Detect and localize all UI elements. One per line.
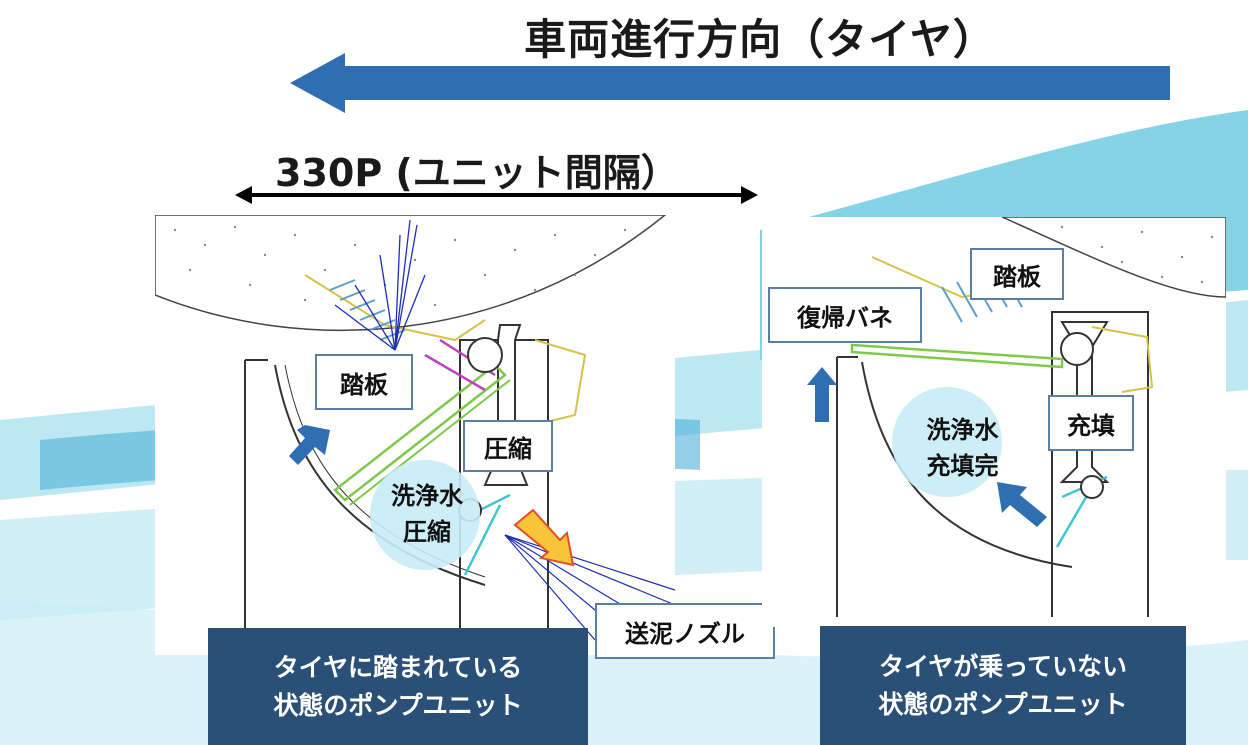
unit-spacing-label: 330P (ユニット間隔） bbox=[275, 151, 679, 195]
spring-label: 復帰バネ bbox=[768, 287, 922, 343]
left-unit-panel bbox=[154, 214, 676, 655]
left-pedal-label: 踏板 bbox=[315, 354, 413, 410]
right-pedal-label: 踏板 bbox=[970, 248, 1064, 300]
right-water-label-2: 充填完 bbox=[926, 452, 999, 480]
left-pump-drawing bbox=[154, 214, 676, 655]
fill-label: 充填 bbox=[1048, 395, 1134, 451]
left-caption-line2: 状態のポンプユニット bbox=[273, 690, 523, 720]
right-caption-line1: タイヤが乗っていない bbox=[878, 651, 1127, 681]
left-water-label-1: 洗浄水 bbox=[391, 482, 463, 510]
left-unit-caption: タイヤに踏まれている 状態のポンプユニット bbox=[208, 628, 588, 745]
right-caption-line2: 状態のポンプユニット bbox=[878, 689, 1128, 719]
compress-label: 圧縮 bbox=[463, 420, 553, 472]
left-water-label-2: 圧縮 bbox=[403, 518, 451, 546]
right-unit-caption: タイヤが乗っていない 状態のポンプユニット bbox=[820, 626, 1186, 745]
right-water-label-1: 洗浄水 bbox=[926, 416, 999, 444]
nozzle-label: 送泥ノズル bbox=[595, 603, 775, 659]
left-caption-line1: タイヤに踏まれている bbox=[273, 652, 523, 682]
page-title: 車両進行方向（タイヤ） bbox=[524, 15, 996, 64]
